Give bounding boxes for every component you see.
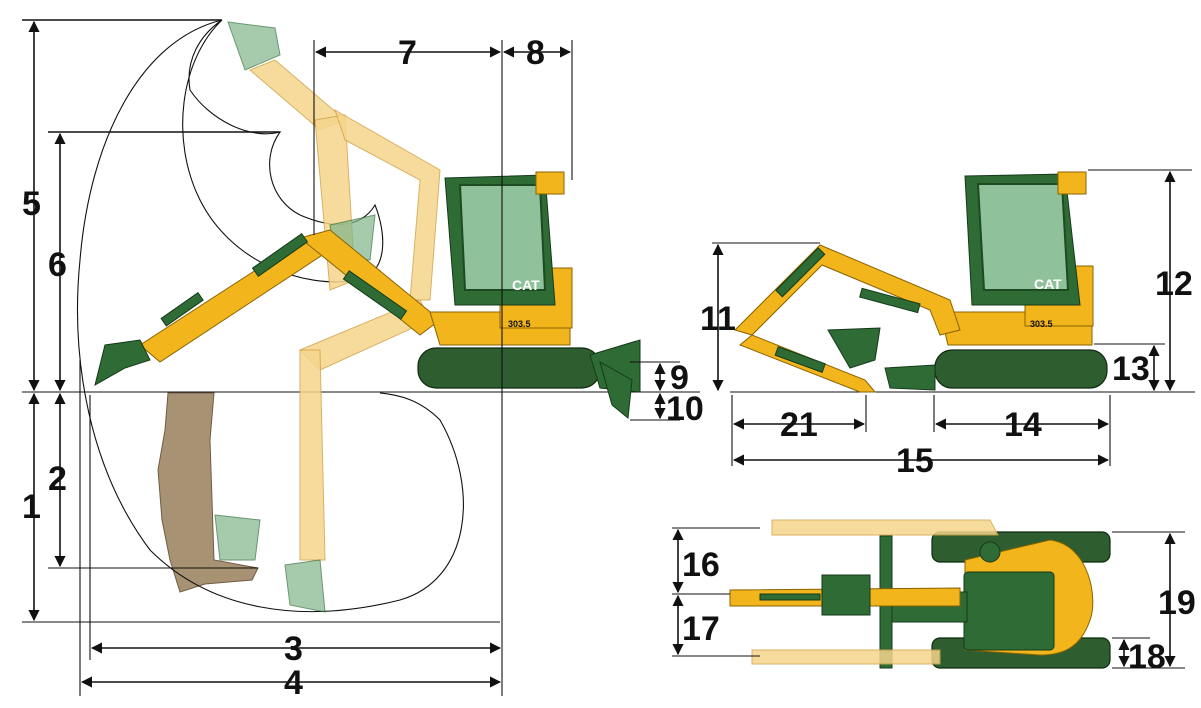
dim-label-10: 10 (666, 390, 704, 428)
dim-label-2: 2 (48, 460, 67, 498)
dim-label-11: 11 (700, 300, 736, 338)
dim-label-14: 14 (1004, 406, 1042, 444)
dim-label-7: 7 (398, 34, 417, 72)
dim-label-6: 6 (48, 246, 67, 284)
dim-label-3: 3 (284, 630, 303, 668)
reach-envelope-inner (182, 19, 384, 283)
top-view: 16 17 18 19 (672, 519, 1196, 676)
dim-label-18: 18 (1128, 638, 1166, 676)
dim-label-8: 8 (526, 34, 545, 72)
soil-trench (157, 392, 259, 593)
dim-label-15: 15 (896, 442, 934, 480)
dim-label-21: 21 (780, 406, 818, 444)
dim-label-16: 16 (682, 546, 720, 584)
dim-label-4: 4 (284, 664, 303, 702)
reach-envelope (76, 19, 464, 613)
transport-view: CAT 303.5 11 12 13 14 15 21 (700, 169, 1195, 480)
dim-label-5: 5 (22, 185, 41, 223)
bucket (94, 339, 151, 387)
dim-label-17: 17 (682, 610, 720, 648)
transport-model-badge: 303.5 (1030, 319, 1053, 329)
main-boom-and-arm (94, 229, 441, 387)
dim-label-12: 12 (1155, 265, 1193, 303)
transport-brand-logo: CAT (1034, 276, 1062, 292)
side-view-machine-body: CAT 303.5 (417, 171, 641, 419)
dim-label-9: 9 (670, 359, 689, 397)
brand-logo: CAT (512, 277, 540, 293)
side-view-working-range: CAT 303.5 5 6 1 2 3 4 7 (22, 19, 704, 702)
ghost-arm-lowered (214, 214, 431, 613)
dim-label-1: 1 (22, 488, 41, 526)
dim-label-19: 19 (1158, 584, 1196, 622)
dim-label-13: 13 (1112, 350, 1150, 388)
model-badge: 303.5 (508, 319, 531, 329)
